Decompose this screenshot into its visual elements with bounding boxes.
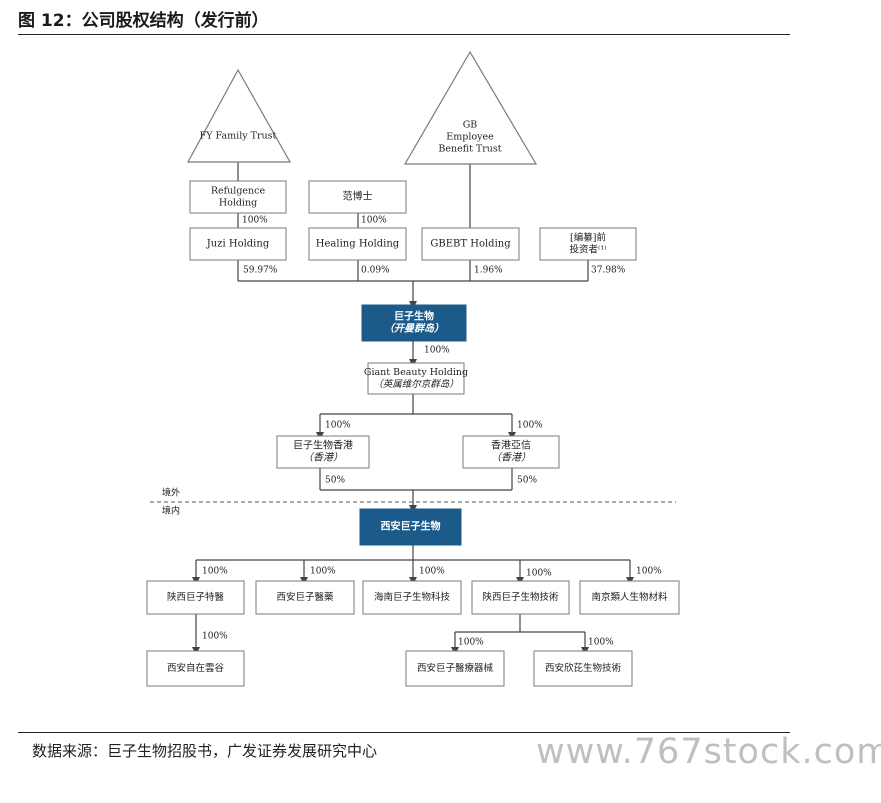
pct-label-juzihk-xian: 50% [325,476,345,486]
refulgence-label-line: Holding [219,198,257,209]
trust-triangle [186,68,292,163]
trust-triangle [403,50,538,165]
pct-label-tech-device: 100% [458,638,484,648]
hk-yaxin-box [462,435,560,469]
pct-label-yaxin-xian: 50% [517,476,537,486]
nanjing-material-label-line: 南京類人生物材料 [591,591,668,603]
pct-label-xian-sub5: 100% [636,567,662,577]
xian-device-label-line: 西安巨子醫療器械 [417,662,494,674]
xian-pharma-box [255,580,355,615]
xian-juzi-label-line: 西安巨子生物 [381,520,441,533]
fan-box [308,180,407,214]
xian-zizai-label-line: 西安自在雲谷 [167,662,225,674]
figure-title: 图 12：公司股权结构（发行前） [18,11,269,31]
shaanxi-tech-label-line: 陕西巨子生物技術 [482,591,559,603]
connector-lines [150,162,676,655]
shaanxi-special-box [146,580,245,615]
footer-rule [18,732,790,733]
pct-label-gbebt: 1.96% [474,266,503,276]
hainan-tech-box [362,580,462,615]
pct-label-beauty-yaxin: 100% [517,421,543,431]
pct-label-xian-sub1: 100% [202,567,228,577]
healing-label-line: Healing Holding [316,239,400,250]
xian-xinfu-label-line: 西安欣芘生物技術 [545,662,622,674]
pct-label-biogene-beauty: 100% [424,346,450,356]
giant-beauty-label-line: （英属维尔京群岛） [373,378,459,390]
juzi-hk-label-line: （香港） [303,452,343,464]
pct-label-xian-sub4: 100% [526,569,552,579]
juzi-box [189,227,287,261]
pct-label-pre-ipo: 37.98% [591,266,626,276]
fan-label-line: 范博士 [343,190,373,203]
hk-yaxin-label-line: 香港亞信 [491,440,531,452]
trust-label-line: Employee [446,132,494,143]
juzi-hk-label-line: 巨子生物香港 [293,439,353,452]
healing-box [308,227,407,261]
watermark: www.767stock.com [536,732,881,772]
trust-label-line: FY Family Trust [200,131,277,142]
gbebt-box [421,227,520,261]
nanjing-material-box [579,580,680,615]
hk-yaxin-label-line: （香港） [491,452,531,464]
xian-juzi-box [359,508,462,546]
pre-ipo-label-line: [编纂]前 [570,232,606,244]
pre-ipo-box [539,227,637,261]
pct-label-healing: 0.09% [361,266,390,276]
giant-beauty-box [367,362,465,395]
pre-ipo-label-line: 投资者⁽¹⁾ [570,244,607,256]
refulgence-box [189,180,287,214]
pct-label-fan-healing: 100% [361,216,387,226]
hainan-tech-label-line: 海南巨子生物科技 [374,591,451,603]
title-rule [18,34,790,35]
pct-label-special-zizai: 100% [202,632,228,642]
giant-beauty-label-line: Giant Beauty Holding [364,367,468,378]
pct-label-refulgence-juzi: 100% [242,216,268,226]
trust-label-line: Benefit Trust [438,144,501,155]
gbebt-label-line: GBEBT Holding [430,239,511,250]
border-label-offshore: 境外 [162,487,180,499]
juzi-label-line: Juzi Holding [206,239,270,250]
juzi-hk-box [276,435,370,469]
shaanxi-tech-box [471,580,570,615]
border-label-onshore: 境内 [162,505,180,517]
pct-label-xian-sub2: 100% [310,567,336,577]
pct-label-tech-xinfu: 100% [588,638,614,648]
xian-pharma-label-line: 西安巨子醫藥 [276,591,334,603]
giant-biogene-label-line: 巨子生物 [394,310,434,323]
shaanxi-special-label-line: 陕西巨子特醫 [167,591,225,603]
trust-label-line: GB [463,120,478,131]
xian-xinfu-box [533,650,633,687]
pct-label-xian-sub3: 100% [419,567,445,577]
xian-device-box [405,650,505,687]
pct-label-beauty-juzihk: 100% [325,421,351,431]
giant-biogene-label-line: （开曼群岛） [384,323,444,335]
xian-zizai-box [146,650,245,687]
giant-biogene-box [361,304,467,342]
pct-label-juzi: 59.97% [243,266,278,276]
refulgence-label-line: Refulgence [211,186,266,197]
source-note: 数据来源：巨子生物招股书，广发证券发展研究中心 [32,742,378,760]
